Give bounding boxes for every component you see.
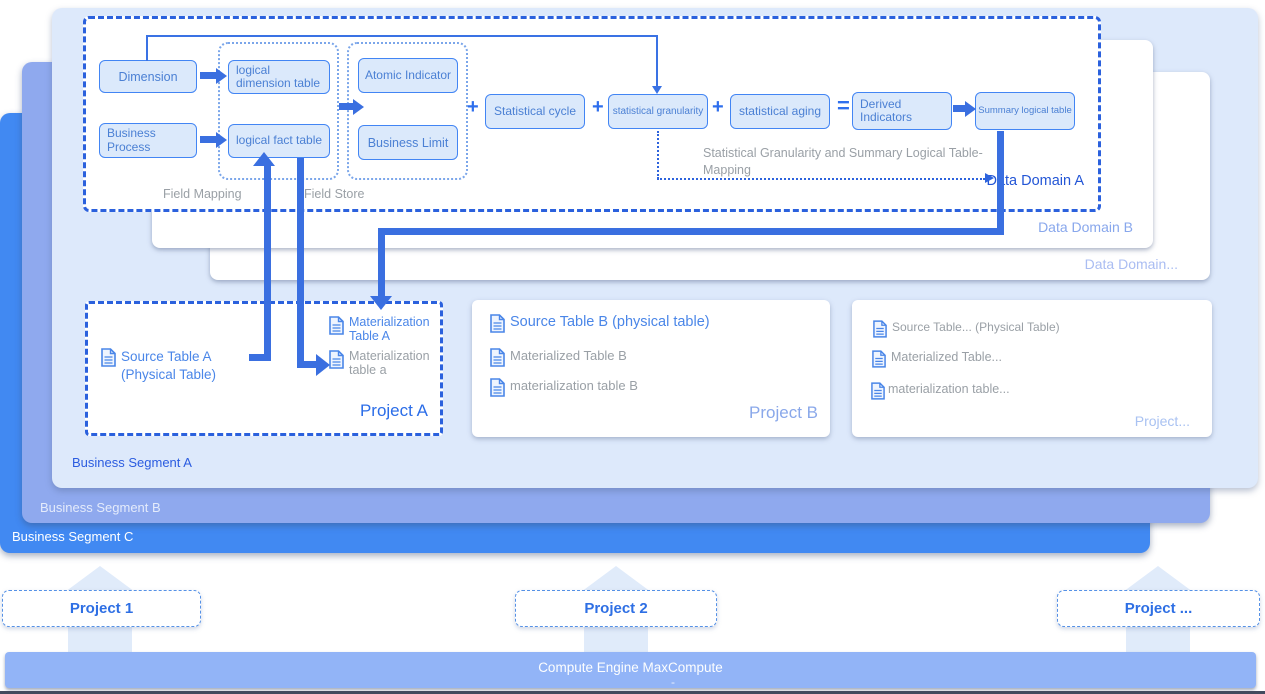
table-item-materialization-A: Materialization Table A <box>329 315 439 344</box>
compute-engine-label: Compute Engine MaxCompute <box>538 660 723 675</box>
dotted-line-mapping <box>657 178 985 180</box>
plus-operator-2: + <box>592 96 604 118</box>
connector-sourceA-horizontal <box>249 354 271 361</box>
data-domain-b-label: Data Domain B <box>1038 219 1133 235</box>
arrowhead-into-fact-table <box>253 152 275 166</box>
arrow-fieldmapping-to-fieldstore <box>339 103 353 110</box>
bottom-project-1: Project 1 <box>2 590 201 627</box>
arrow-derived-to-summary <box>953 105 965 112</box>
table-item-label: Source Table B (physical table) <box>510 314 710 330</box>
statistical-aging-box: statistical aging <box>730 94 830 129</box>
arrowhead-granularity <box>652 86 662 94</box>
dotted-line-granularity-down <box>657 131 659 179</box>
document-icon <box>101 348 116 367</box>
field-mapping-group <box>218 42 339 180</box>
arrowhead-into-materialization-A <box>370 296 392 310</box>
table-item-materialized-b: Materialized Table B <box>490 348 627 367</box>
document-icon <box>871 382 885 400</box>
business-segment-a-label: Business Segment A <box>72 455 192 470</box>
derived-indicators-box: Derived Indicators <box>852 92 952 130</box>
business-limit-box: Business Limit <box>358 125 458 160</box>
table-item-source-a: Source Table A (Physical Table) <box>101 348 271 383</box>
plus-operator-3: + <box>712 96 724 118</box>
table-item-materialization-more: materialization table... <box>871 382 1010 400</box>
arrowhead-into-materialization-a <box>316 354 330 376</box>
field-store-label: Field Store <box>304 187 365 201</box>
connector-facttable-horizontal <box>297 361 317 368</box>
document-icon <box>329 316 344 335</box>
arrowhead-dimension <box>216 68 227 84</box>
business-segment-c-label: Business Segment C <box>12 529 134 544</box>
table-item-source-b: Source Table B (physical table) <box>490 314 710 333</box>
connector-facttable-down <box>297 158 304 368</box>
table-item-materialization-a: Materialization table a <box>329 349 439 378</box>
project-more-box: Source Table... (Physical Table) Materia… <box>852 300 1212 437</box>
table-item-label: materialization table... <box>888 382 1010 396</box>
summary-logical-table-box: Summary logical table <box>975 92 1075 130</box>
connector-summary-horizontal <box>378 228 1004 235</box>
logical-fact-table-box: logical fact table <box>228 124 330 158</box>
arrow-process-to-fact-table <box>200 136 216 143</box>
connector-summary-down <box>997 131 1004 231</box>
dimension-box: Dimension <box>99 60 197 93</box>
arrow-dimension-to-logical-dimension <box>200 72 216 79</box>
mapping-caption-line2: Mapping <box>703 163 751 177</box>
data-domain-more-label: Data Domain... <box>1084 256 1178 272</box>
table-item-label: Source Table... (Physical Table) <box>892 320 1060 334</box>
compute-engine-sub: - <box>671 675 675 689</box>
document-icon <box>872 350 886 368</box>
document-icon <box>490 314 505 333</box>
statistical-cycle-box: Statistical cycle <box>485 94 585 129</box>
table-item-materialization-b: materialization table B <box>490 378 638 397</box>
line-dimension-up <box>146 36 148 61</box>
table-item-materialized-more: Materialized Table... <box>872 350 1002 368</box>
document-icon <box>873 320 887 338</box>
table-item-label: Materialized Table... <box>891 350 1002 364</box>
connector-sourceA-up <box>264 165 271 361</box>
business-segment-b-label: Business Segment B <box>40 500 161 515</box>
statistical-granularity-box: statistical granularity <box>608 94 708 129</box>
table-item-label: Materialization Table A <box>349 315 430 343</box>
table-item-source-more: Source Table... (Physical Table) <box>873 320 1060 338</box>
project-b-box: Source Table B (physical table) Material… <box>472 300 830 437</box>
document-icon <box>490 378 505 397</box>
project-a-label: Project A <box>359 401 428 420</box>
plus-operator-1: + <box>467 96 479 118</box>
data-domain-a-label: Data Domain A <box>986 173 1084 189</box>
mapping-caption-line1: Statistical Granularity and Summary Logi… <box>703 146 983 160</box>
line-top-horizontal <box>146 35 658 37</box>
field-store-group <box>347 42 468 180</box>
arrowhead-summary <box>965 101 976 117</box>
arrowhead-process <box>216 132 227 148</box>
project-b-label: Project B <box>749 403 818 422</box>
bottom-project-more: Project ... <box>1057 590 1260 627</box>
project-more-label: Project... <box>1134 413 1190 429</box>
atomic-indicator-box: Atomic Indicator <box>358 58 458 93</box>
business-process-box: Business Process <box>99 123 197 158</box>
equals-operator: = <box>837 93 850 118</box>
line-down-to-granularity <box>656 35 658 87</box>
arrowhead-fieldstore <box>353 99 364 115</box>
arrowhead-mapping <box>985 173 994 183</box>
document-icon <box>329 350 344 369</box>
table-item-label: Source Table A (Physical Table) <box>121 349 217 382</box>
table-item-label: materialization table B <box>510 378 638 393</box>
bottom-project-2: Project 2 <box>515 590 717 627</box>
logical-dimension-table-box: logical dimension table <box>228 60 330 94</box>
compute-engine-bar: Compute Engine MaxCompute - <box>5 652 1256 689</box>
table-item-label: Materialization table a <box>349 349 430 377</box>
field-mapping-label: Field Mapping <box>163 187 242 201</box>
document-icon <box>490 348 505 367</box>
bottom-edge-strip <box>0 691 1265 694</box>
connector-summary-drop <box>378 234 385 297</box>
table-item-label: Materialized Table B <box>510 348 627 363</box>
